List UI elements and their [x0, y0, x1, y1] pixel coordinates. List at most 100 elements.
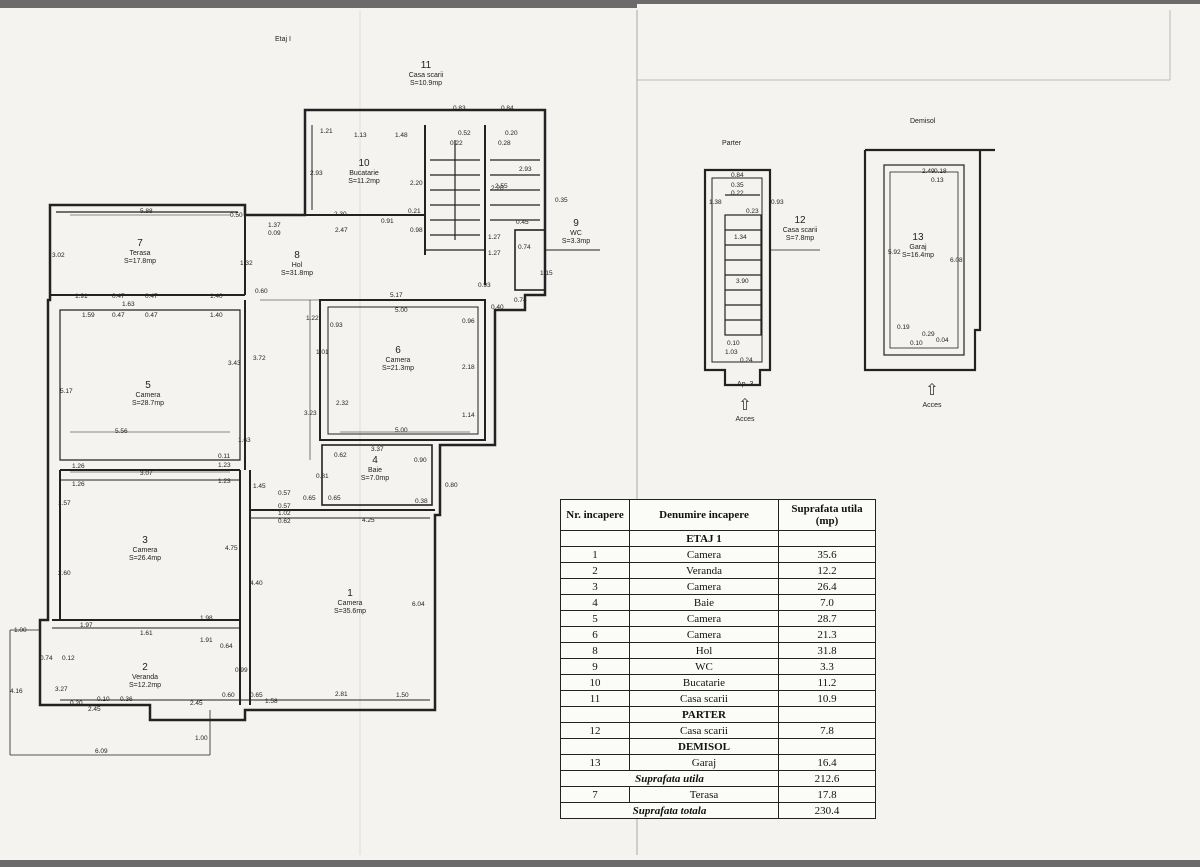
table-cell-name: Camera	[629, 578, 779, 595]
dimension-label: 0.12	[62, 655, 75, 662]
dimension-label: 0.47	[145, 312, 158, 319]
dimension-label: 2.18	[462, 364, 475, 371]
table-cell-name: Baie	[629, 594, 779, 611]
dimension-label: 0.60	[255, 288, 268, 295]
dimension-label: 0.40	[491, 304, 504, 311]
dimension-label: 1.02	[278, 510, 291, 517]
dimension-label: 1.57	[58, 500, 71, 507]
dimension-label: 0.93	[330, 322, 343, 329]
table-section-row: DEMISOL	[560, 738, 876, 755]
dimension-label: 0.38	[415, 498, 428, 505]
dimension-label: 0.84	[501, 105, 514, 112]
dimension-label: 3.90	[736, 278, 749, 285]
dimension-label: 4.25	[362, 517, 375, 524]
dimension-label: 1.23	[218, 478, 231, 485]
dimension-label: 1.14	[462, 412, 475, 419]
dimension-label: 1.00	[195, 735, 208, 742]
dimension-label: 1.21	[320, 128, 333, 135]
dimension-label: 0.60	[222, 692, 235, 699]
table-cell	[560, 530, 630, 547]
dimension-label: 0.83	[453, 105, 466, 112]
table-cell-nr: 5	[560, 610, 630, 627]
dimension-label: 0.13	[931, 177, 944, 184]
dimension-label: 0.80	[445, 482, 458, 489]
dimension-label: 1.37	[268, 222, 281, 229]
table-cell-area: 7.0	[778, 594, 876, 611]
table-cell-nr: 8	[560, 642, 630, 659]
table-cell-name: Casa scarii	[629, 722, 779, 739]
dimension-label: 0.50	[230, 212, 243, 219]
ap3-label: Ap. 3	[737, 381, 754, 388]
dimension-label: 0.19	[897, 324, 910, 331]
dimension-label: 0.10	[97, 696, 110, 703]
dimension-label: 1.48	[395, 132, 408, 139]
dimension-label: 0.09	[268, 230, 281, 237]
dimension-label: 0.57	[278, 503, 291, 510]
dimension-label: 1.40	[210, 312, 223, 319]
dimension-label: 5.56	[115, 428, 128, 435]
paper-left	[0, 8, 637, 860]
table-cell-nr: 3	[560, 578, 630, 595]
dimension-label: 1.98	[200, 615, 213, 622]
dimension-label: 0.64	[220, 643, 233, 650]
table-cell-nr: 9	[560, 658, 630, 675]
areas-table: Nr. incapere Denumire incapere Suprafata…	[560, 499, 876, 819]
acces-label-parter: Acces	[735, 416, 755, 423]
dimension-label: 5.00	[395, 307, 408, 314]
dimension-label: 1.45	[253, 483, 266, 490]
table-cell-area: 230.4	[778, 802, 876, 819]
table-cell-area: 35.6	[778, 546, 876, 563]
dimension-label: 1.26	[72, 481, 85, 488]
dimension-label: 1.63	[122, 301, 135, 308]
dimension-label: 0.93	[478, 282, 491, 289]
table-total-label: Suprafata utila	[560, 770, 779, 787]
dimension-label: 3.37	[371, 446, 384, 453]
acces-label-demisol: Acces	[922, 402, 942, 409]
dimension-label: 2.93	[310, 170, 323, 177]
dimension-label: 4.16	[10, 688, 23, 695]
dimension-label: 3.27	[55, 686, 68, 693]
table-cell-area: 16.4	[778, 754, 876, 771]
dimension-label: 0.81	[316, 473, 329, 480]
dimension-label: 1.23	[218, 462, 231, 469]
dimension-label: 0.21	[408, 208, 421, 215]
dimension-label: 3.72	[253, 355, 266, 362]
dimension-label: 0.99	[235, 667, 248, 674]
dimension-label: 2.45	[190, 700, 203, 707]
table-cell-name: Terasa	[629, 786, 779, 803]
table-cell	[778, 530, 876, 547]
table-header-suprafata: Suprafata utila (mp)	[778, 499, 876, 531]
table-cell-name: Camera	[629, 626, 779, 643]
dimension-label: 0.91	[381, 218, 394, 225]
dimension-label: 0.45	[516, 219, 529, 226]
dimension-label: 0.74	[518, 244, 531, 251]
dimension-label: 1.97	[80, 622, 93, 629]
dimension-label: 2.60	[58, 570, 71, 577]
dimension-label: 1.03	[725, 349, 738, 356]
dimension-label: 0.22	[450, 140, 463, 147]
dimension-label: 0.23	[746, 208, 759, 215]
dimension-label: 3.07	[140, 470, 153, 477]
dimension-label: 5.00	[395, 427, 408, 434]
dimension-label: 1.13	[354, 132, 367, 139]
dimension-label: 0.84	[731, 172, 744, 179]
table-cell-name: Casa scarii	[629, 690, 779, 707]
table-cell-area: 17.8	[778, 786, 876, 803]
dimension-label: 1.50	[396, 692, 409, 699]
table-cell	[778, 738, 876, 755]
